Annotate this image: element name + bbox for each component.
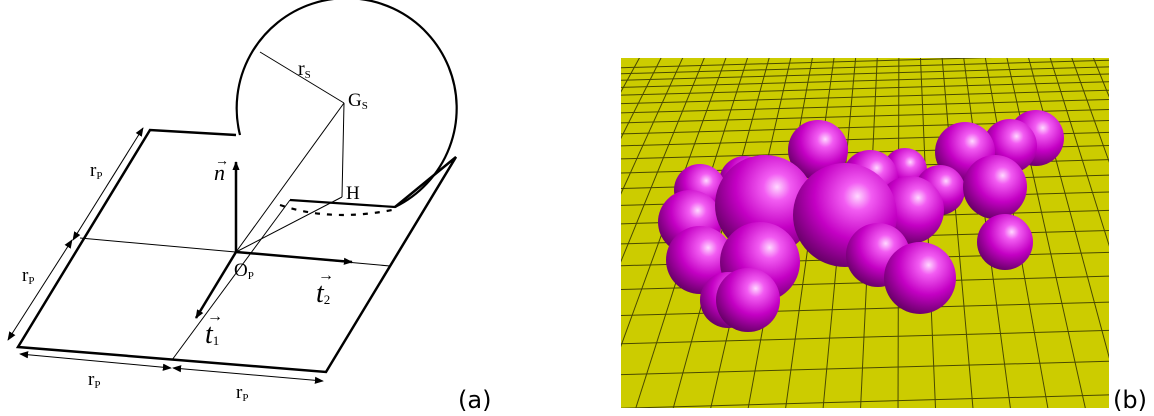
label-t2: t2 — [316, 278, 330, 309]
grid-line-radial — [621, 58, 727, 348]
sphere-outline — [235, 0, 458, 209]
label-t1-arrow: → — [207, 308, 223, 325]
grid-line-horizontal — [621, 394, 1109, 408]
panel-a-diagram: rS GS H n → OP t2 → t1 → rP rP rP rP (a) — [7, 0, 491, 414]
label-n-arrow: → — [215, 154, 229, 169]
grid-line-horizontal — [621, 73, 1109, 88]
label-n: n — [214, 160, 225, 185]
grid-line-radial — [785, 58, 835, 408]
grid-line-radial — [1006, 58, 1086, 408]
label-rp-bottom-right: rP — [236, 382, 248, 404]
grid-line-horizontal — [621, 360, 1109, 376]
sphere — [977, 214, 1033, 270]
label-rp-upper-left: rP — [90, 160, 102, 182]
line-op-h — [235, 196, 343, 253]
line-op-gs — [235, 102, 345, 253]
sphere — [884, 242, 956, 314]
grid-line-radial — [941, 58, 974, 408]
sphere — [963, 155, 1027, 219]
grid-line-horizontal — [621, 98, 1109, 114]
label-h: H — [346, 183, 360, 204]
sphere-cluster — [658, 110, 1064, 332]
dimension-arrow-bottom-right — [172, 365, 324, 384]
panel-b-tag: (b) — [1113, 386, 1147, 414]
label-rs: rS — [298, 58, 311, 81]
sphere — [716, 268, 780, 332]
contact-curve-dashed — [279, 203, 393, 217]
grid-line-horizontal — [621, 58, 993, 69]
plate-midline-2 — [171, 199, 291, 361]
grid-line-horizontal — [621, 59, 1109, 75]
grid-line-horizontal — [621, 66, 1109, 81]
label-rp-lower-left: rP — [22, 265, 34, 287]
sphere-radius-line — [259, 51, 345, 104]
label-op: OP — [234, 260, 254, 282]
grid-line-horizontal — [621, 89, 1109, 105]
panel-a-tag: (a) — [458, 386, 491, 414]
grid-line-radial — [822, 58, 857, 408]
grid-line-radial — [1028, 58, 1109, 359]
label-rp-bottom-left: rP — [88, 369, 100, 391]
grid-line-radial — [963, 58, 1011, 408]
tangent-1-arrow — [194, 251, 238, 319]
label-gs: GS — [348, 90, 368, 112]
grid-line-horizontal — [621, 329, 1109, 345]
label-t2-arrow: → — [318, 267, 334, 284]
grid-line-radial — [984, 58, 1049, 408]
grid-line-horizontal — [621, 81, 1109, 96]
line-gs-h — [341, 102, 345, 198]
dimension-arrow-left-upper — [72, 127, 144, 241]
tangent-2-arrow — [235, 250, 353, 265]
dimension-arrow-left-lower — [7, 239, 73, 341]
label-t1: t1 — [205, 319, 219, 350]
dimension-arrow-bottom-left — [19, 351, 172, 371]
